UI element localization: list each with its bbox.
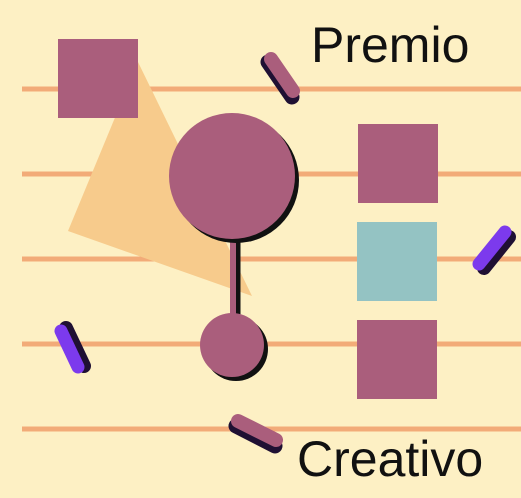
title-premio: Premio bbox=[311, 17, 470, 73]
title-creativo: Creativo bbox=[297, 431, 484, 487]
mauve-square-top-left bbox=[58, 39, 138, 118]
large-circle bbox=[169, 113, 295, 239]
small-circle bbox=[200, 313, 264, 377]
capsule-right bbox=[472, 225, 516, 275]
pin-shape bbox=[169, 113, 299, 381]
mauve-square-right-top bbox=[358, 124, 438, 203]
capsule-bottom bbox=[228, 414, 283, 454]
teal-square-right-middle bbox=[357, 222, 437, 301]
capsule-top bbox=[260, 52, 300, 105]
mauve-square-right-bottom bbox=[357, 320, 437, 399]
peach-triangle bbox=[68, 62, 252, 296]
capsule-left bbox=[54, 321, 91, 374]
